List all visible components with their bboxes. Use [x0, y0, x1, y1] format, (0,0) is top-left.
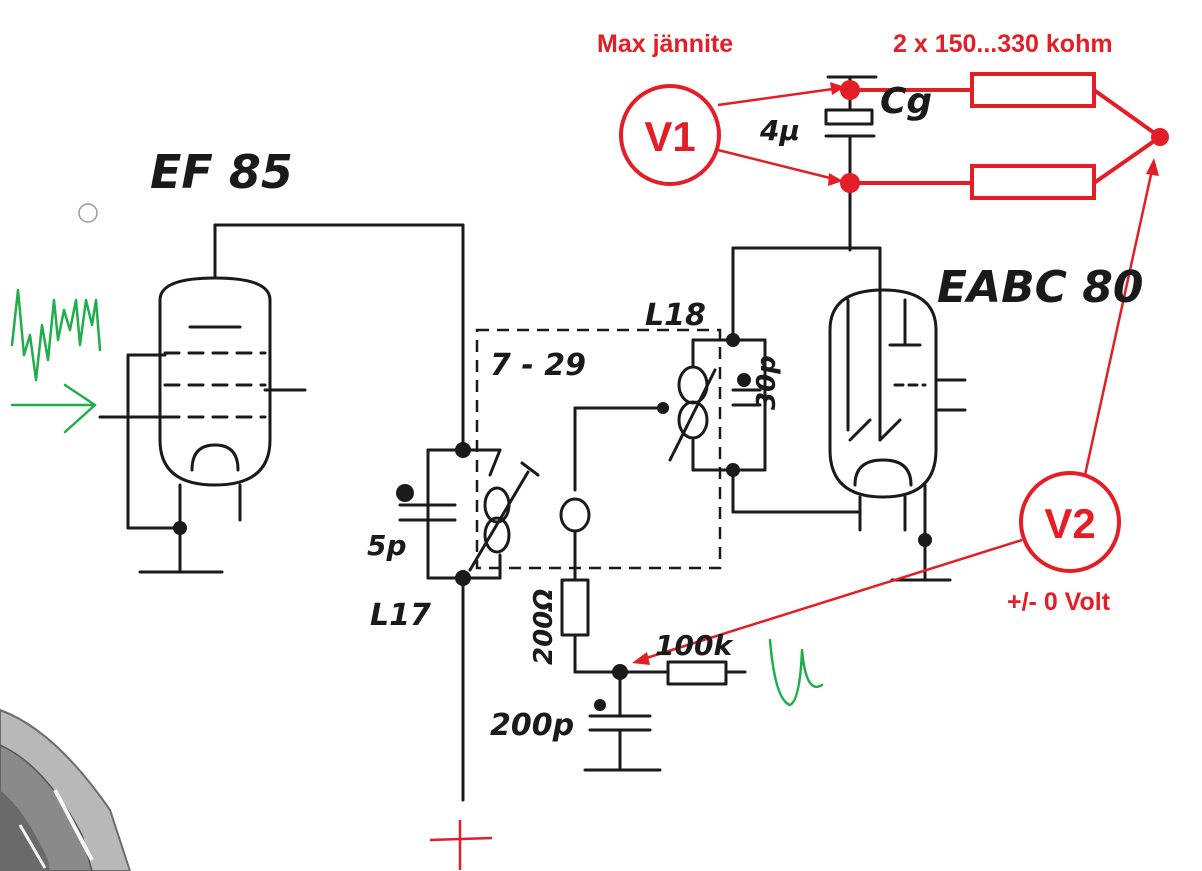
resistor-top: [970, 72, 1096, 108]
v1-label: V1: [644, 113, 695, 160]
corner-widget: [0, 708, 132, 871]
zero-volt-label: +/- 0 Volt: [1007, 588, 1111, 616]
l17-label: L17: [370, 598, 431, 633]
l17-tank-circuit: [396, 442, 540, 802]
ef85-tube: [98, 223, 465, 574]
cap-30p-label: 30p: [752, 355, 782, 410]
max-voltage-label: Max jännite: [597, 30, 733, 58]
if-transformer-shield: [475, 328, 722, 570]
signal-sketches: [10, 288, 824, 707]
resistor-100k-label: 100k: [655, 629, 734, 662]
cap-cg-value-label: 4µ: [759, 114, 800, 147]
eabc80-tube: [828, 246, 967, 582]
eabc80-label: EABC 80: [937, 262, 1144, 313]
resistor-spec-label: 2 x 150...330 kohm: [893, 30, 1113, 58]
v2-meter: [1019, 471, 1121, 573]
cap-200p-label: 200p: [490, 708, 574, 743]
l18-tank-circuit: [559, 246, 882, 772]
ef85-label: EF 85: [150, 145, 293, 199]
v2-label: V2: [1044, 500, 1095, 547]
resistor-bottom: [970, 164, 1096, 200]
cap-5p-label: 5p: [367, 529, 407, 562]
l18-label: L18: [645, 298, 706, 333]
resistor-200-label: 200Ω: [529, 589, 559, 665]
transformer-range-label: 7 - 29: [490, 348, 586, 383]
cg-capacitor: [824, 75, 878, 252]
measurement-overlay: [429, 72, 1169, 870]
cursor-ring: [78, 203, 98, 223]
cap-cg-name-label: Cg: [880, 81, 932, 122]
v1-meter: [619, 84, 721, 186]
